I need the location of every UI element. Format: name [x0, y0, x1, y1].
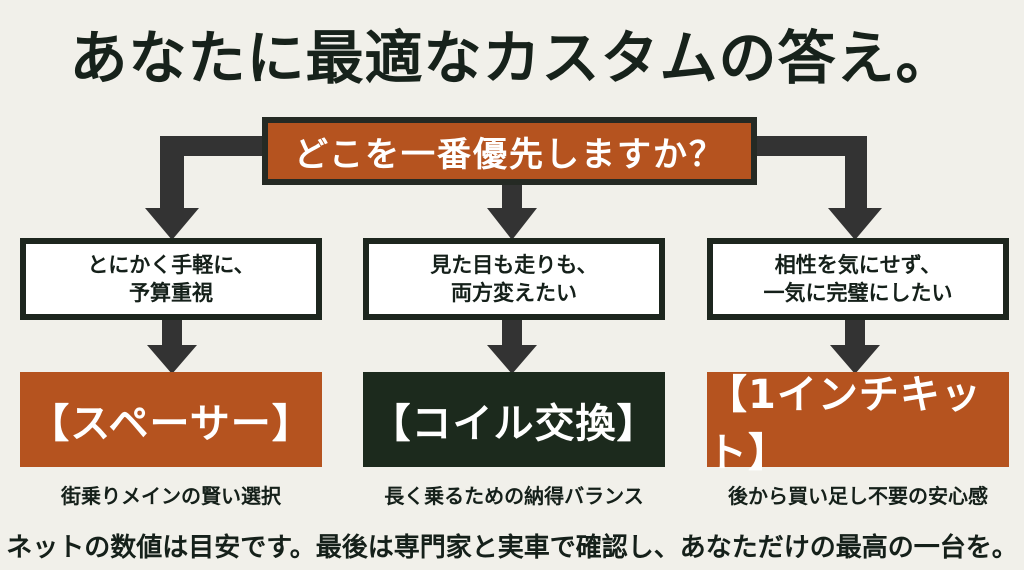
- result-caption: 後から買い足し不要の安心感: [728, 484, 988, 508]
- arrow-right-to-result: [830, 320, 880, 374]
- arrow-left-to-result: [147, 320, 197, 374]
- result-caption: 街乗りメインの賢い選択: [61, 484, 281, 508]
- priority-box-looks-and-ride: 見た目も走りも、 両方変えたい: [363, 238, 665, 320]
- arrow-center-to-result: [487, 320, 537, 374]
- page-title: あなたに最適なカスタムの答え。: [69, 24, 955, 92]
- priority-line: とにかく手軽に、: [87, 253, 255, 277]
- result-1inch-kit: 【1インチキット】: [707, 372, 1009, 476]
- arrow-question-to-left: [145, 136, 262, 240]
- priority-box-complete: 相性を気にせず、 一気に完璧にしたい: [707, 238, 1009, 320]
- priority-line: 相性を気にせず、: [774, 253, 942, 277]
- arrow-question-to-right: [757, 136, 882, 240]
- result-caption: 長く乗るための納得バランス: [384, 484, 644, 508]
- result-spacer: 【スペーサー】: [20, 372, 322, 467]
- priority-line: 両方変えたい: [451, 281, 577, 305]
- priority-line: 予算重視: [129, 281, 213, 305]
- priority-box-budget: とにかく手軽に、 予算重視: [20, 238, 322, 320]
- question-box: どこを一番優先しますか？: [262, 117, 757, 185]
- priority-line: 見た目も走りも、: [430, 253, 598, 277]
- footer-note: ネットの数値は目安です。最後は専門家と実車で確認し、あなただけの最高の一台を。: [6, 533, 1018, 563]
- result-coil: 【コイル交換】: [363, 372, 665, 467]
- arrow-question-to-center: [487, 185, 537, 240]
- priority-line: 一気に完璧にしたい: [763, 281, 953, 305]
